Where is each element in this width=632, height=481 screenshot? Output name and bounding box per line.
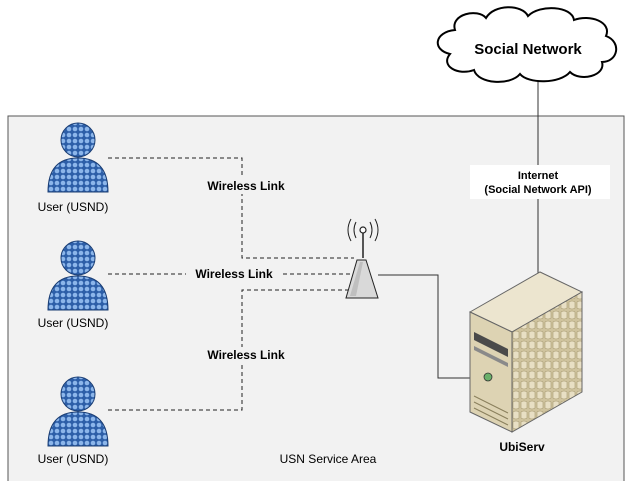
- server-icon: [468, 271, 584, 433]
- internet-label-2: (Social Network API): [484, 184, 592, 196]
- internet-label-bg: [470, 165, 610, 199]
- user-icon-1: [47, 122, 109, 193]
- internet-label-1: Internet: [518, 170, 559, 182]
- access-point-icon: [345, 218, 379, 299]
- wireless-link-label-3: Wireless Link: [207, 348, 285, 362]
- user-label-2: User (USND): [38, 316, 109, 330]
- user-label-1: User (USND): [38, 200, 109, 214]
- cloud-label: Social Network: [474, 41, 582, 58]
- wireless-link-1: [108, 157, 354, 259]
- service-area-label: USN Service Area: [280, 452, 377, 466]
- user-icon-2: [47, 240, 109, 311]
- server-label: UbiServ: [499, 440, 545, 454]
- wireless-link-3: [108, 289, 354, 411]
- ap-server-link: [378, 274, 470, 379]
- user-label-3: User (USND): [38, 452, 109, 466]
- social-network-cloud: [436, 6, 617, 83]
- wireless-link-label-2: Wireless Link: [195, 267, 273, 281]
- user-icon-3: [47, 376, 109, 447]
- wireless-link-label-1: Wireless Link: [207, 179, 285, 193]
